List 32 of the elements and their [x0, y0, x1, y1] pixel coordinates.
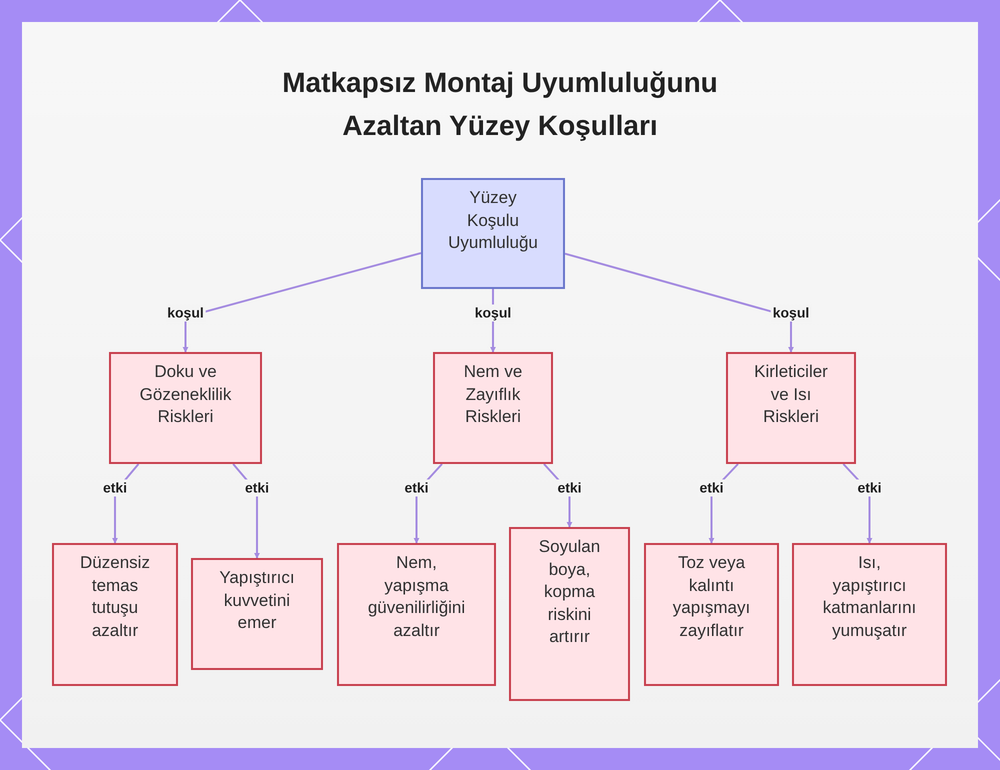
node-text: Nem, yapışma güvenilirliğini azaltır [368, 552, 466, 642]
connector-arrow [564, 252, 794, 353]
node-text: Kirleticiler ve Isı Riskleri [753, 361, 829, 428]
effect-box [52, 543, 178, 686]
edge-label: etki [402, 480, 431, 496]
edge-label: etki [697, 480, 726, 496]
category-box [433, 352, 553, 464]
edge-label: koşul [472, 304, 514, 322]
edge-label: etki [555, 480, 584, 496]
node-text: Düzensiz temas tutuşu azaltır [80, 552, 150, 642]
effect-box [644, 543, 779, 686]
effect-box [792, 543, 947, 686]
connector-arrow [182, 252, 422, 353]
category-box [726, 352, 856, 464]
effect-box [509, 527, 630, 701]
category-box [109, 352, 262, 464]
node-text: Yapıştırıcı kuvvetini emer [219, 567, 295, 634]
edge-label: etki [242, 480, 272, 496]
node-text: Nem ve Zayıflık Riskleri [462, 361, 524, 428]
edge-label: koşul [770, 304, 812, 322]
node-text: Yüzey Koşulu Uyumluluğu [448, 187, 538, 254]
diagram-title: Matkapsız Montaj Uyumluluğunu Azaltan Yüzey Koşulları [281, 66, 719, 143]
node-text: Soyulan boya, kopma riskini artırır [538, 536, 600, 648]
effect-box [191, 558, 323, 670]
edge-label: etki [100, 480, 130, 496]
edge-label: koşul [165, 304, 206, 322]
edge-label: etki [855, 480, 884, 496]
effect-box [337, 543, 496, 686]
topic-box [421, 178, 565, 289]
node-text: Isı, yapıştırıcı katmanlarını yumuşatır [822, 552, 916, 642]
node-text: Toz veya kalıntı yapışmayı zayıflatır [672, 552, 752, 642]
node-text: Doku ve Gözeneklilik Riskleri [138, 361, 232, 428]
